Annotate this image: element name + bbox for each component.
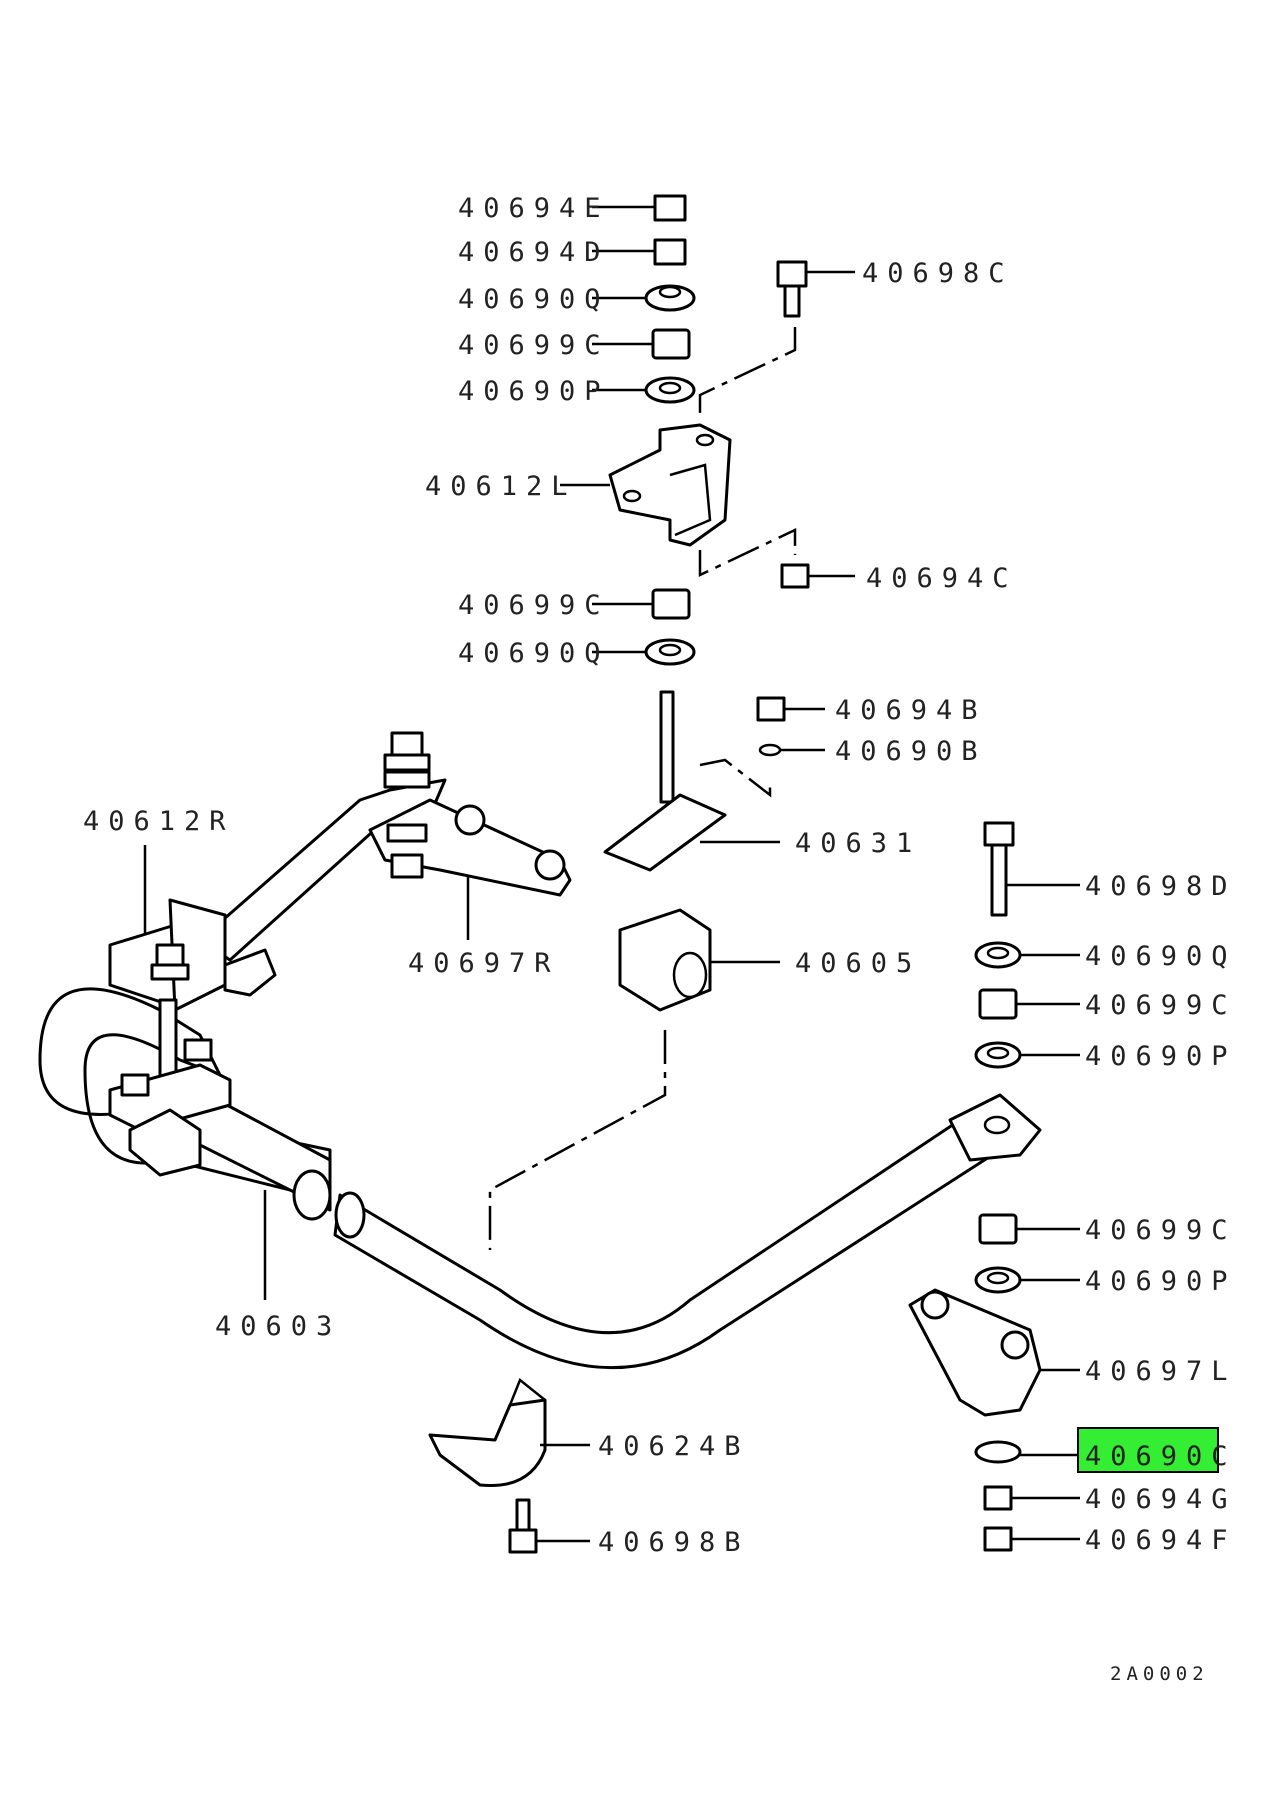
stabilizer-bar [38,987,1002,1370]
label-40690B[interactable]: 40690B [835,736,987,767]
label-40698C[interactable]: 40698C [862,258,1014,289]
part-labels: 40694E 40694D 40690Q 40699C 40690P 40698… [83,193,1237,1558]
label-40631[interactable]: 40631 [795,828,921,859]
label-40612R[interactable]: 40612R [83,806,235,837]
label-40698D[interactable]: 40698D [1085,871,1237,902]
leader-lines [143,205,1080,1543]
label-40694E[interactable]: 40694E [458,193,610,224]
top-hardware [608,194,810,666]
diagram-reference: 2A0002 [1110,1663,1209,1685]
label-40603[interactable]: 40603 [215,1311,341,1342]
label-40690P-right[interactable]: 40690P [1085,1041,1237,1072]
left-link-assembly [108,731,572,1177]
label-40694C[interactable]: 40694C [866,563,1018,594]
label-40690P-top[interactable]: 40690P [458,376,610,407]
label-40605[interactable]: 40605 [795,948,921,979]
label-40624B[interactable]: 40624B [598,1431,750,1462]
clamp-and-bolt [428,1377,547,1554]
label-40694D[interactable]: 40694D [458,237,610,268]
label-40690Q-mid[interactable]: 40690Q [458,638,610,669]
label-40699C-right[interactable]: 40699C [1085,990,1237,1021]
label-40697L[interactable]: 40697L [1085,1356,1237,1387]
label-40690Q-right[interactable]: 40690Q [1085,941,1237,972]
label-40694F[interactable]: 40694F [1085,1525,1237,1556]
label-40612L[interactable]: 40612L [425,471,577,502]
right-hardware [908,821,1042,1552]
label-40699C-mid[interactable]: 40699C [458,590,610,621]
label-40697R[interactable]: 40697R [408,948,560,979]
bushing [618,908,712,1012]
label-40698B[interactable]: 40698B [598,1527,750,1558]
label-40699C-lower[interactable]: 40699C [1085,1215,1237,1246]
label-40690P-lower[interactable]: 40690P [1085,1266,1237,1297]
plate-stud [603,690,786,872]
bar-end-right [948,1093,1042,1162]
label-40699C-top[interactable]: 40699C [458,330,610,361]
highlight-box [1077,1427,1219,1473]
label-40694G[interactable]: 40694G [1085,1484,1237,1515]
label-40690Q-top[interactable]: 40690Q [458,284,610,315]
label-40694B[interactable]: 40694B [835,695,987,726]
label-40690C[interactable]: 40690C [1085,1441,1237,1472]
